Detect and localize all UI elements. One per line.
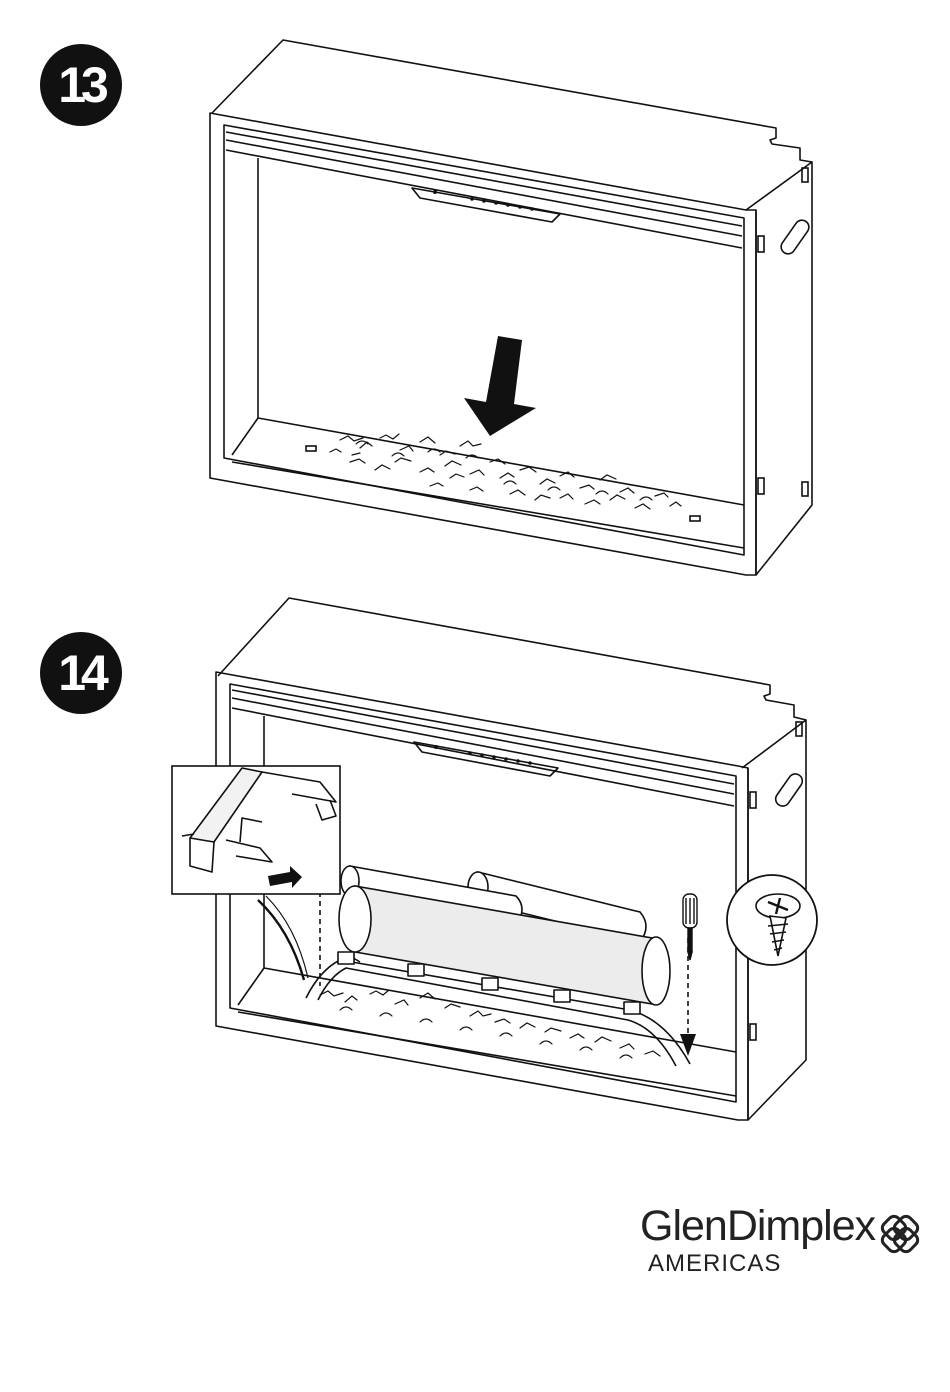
brand-region: AMERICAS (648, 1250, 875, 1278)
brand-name: GlenDimplex (640, 1205, 875, 1248)
celtic-knot-logo (876, 1210, 924, 1258)
down-arrow-icon (464, 336, 536, 436)
detail-inset (172, 766, 340, 894)
step-13-illustration (0, 0, 950, 600)
step-14-illustration (0, 590, 950, 1150)
screwdriver-icon (683, 894, 697, 960)
screw-icon (727, 875, 817, 965)
brand-logo: GlenDimplex AMERICAS (640, 1205, 875, 1278)
